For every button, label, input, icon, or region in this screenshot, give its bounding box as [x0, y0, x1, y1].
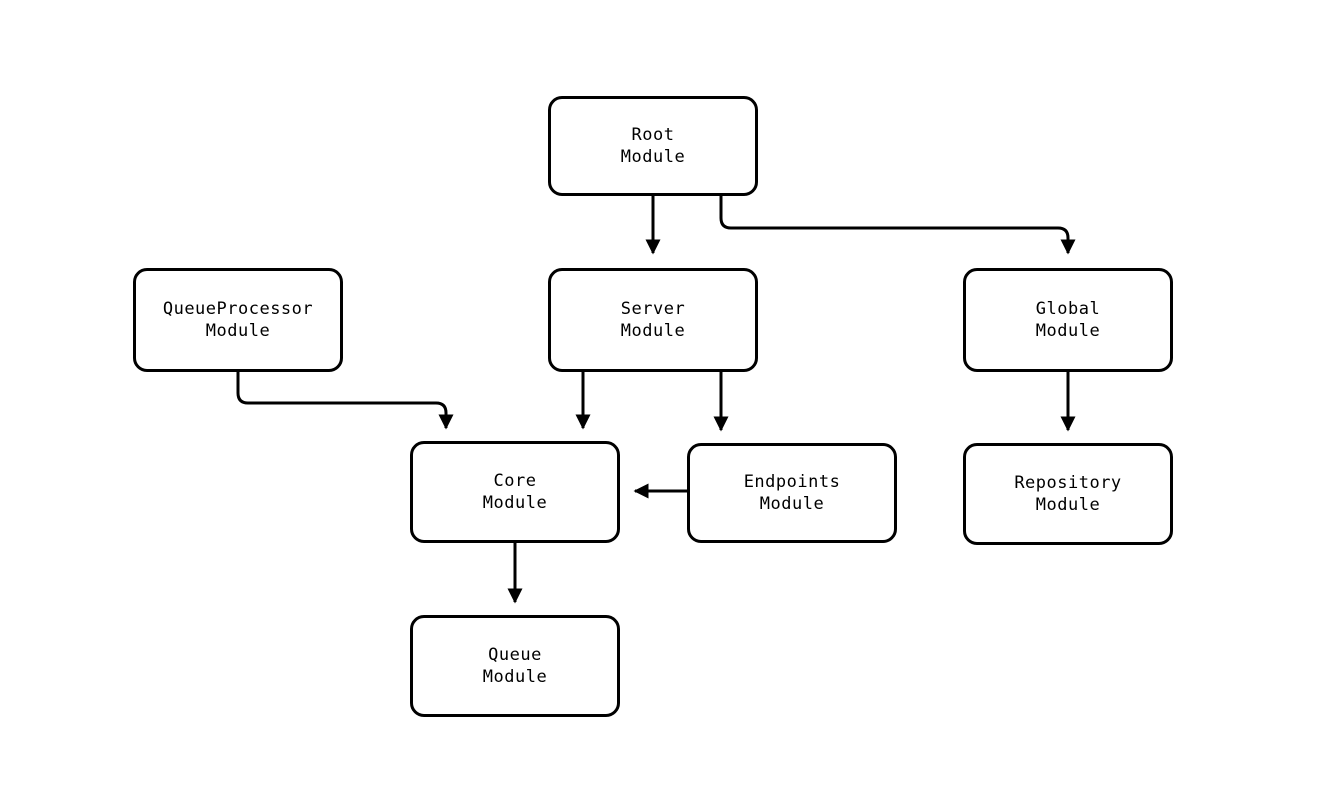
node-global-module[interactable]: Global Module [963, 268, 1173, 372]
node-queue-module[interactable]: Queue Module [410, 615, 620, 717]
node-queue-module-line1: Queue [488, 645, 542, 665]
node-endpoints-module-line2: Module [759, 494, 825, 514]
node-queue-module-line2: Module [482, 667, 548, 687]
edge-queueprocessor-to-core [236, 372, 454, 430]
node-server-module-line1: Server [620, 299, 686, 319]
node-root-module-line1: Root [631, 125, 675, 145]
node-root-module-line2: Module [620, 147, 686, 167]
node-repository-module-line1: Repository [1014, 473, 1122, 493]
node-core-module-line1: Core [493, 471, 537, 491]
node-queueprocessor-module-line2: Module [205, 321, 271, 341]
node-core-module-line2: Module [482, 493, 548, 513]
node-root-module[interactable]: Root Module [548, 96, 758, 196]
node-repository-module-line2: Module [1035, 495, 1101, 515]
node-repository-module[interactable]: Repository Module [963, 443, 1173, 545]
node-global-module-line1: Global [1035, 299, 1101, 319]
node-queueprocessor-module-line1: QueueProcessor [162, 299, 314, 319]
node-server-module[interactable]: Server Module [548, 268, 758, 372]
edge-root-to-global [719, 196, 1076, 255]
node-global-module-line2: Module [1035, 321, 1101, 341]
node-endpoints-module-line1: Endpoints [743, 472, 841, 492]
node-core-module[interactable]: Core Module [410, 441, 620, 543]
node-queueprocessor-module[interactable]: QueueProcessor Module [133, 268, 343, 372]
node-server-module-line2: Module [620, 321, 686, 341]
node-endpoints-module[interactable]: Endpoints Module [687, 443, 897, 543]
